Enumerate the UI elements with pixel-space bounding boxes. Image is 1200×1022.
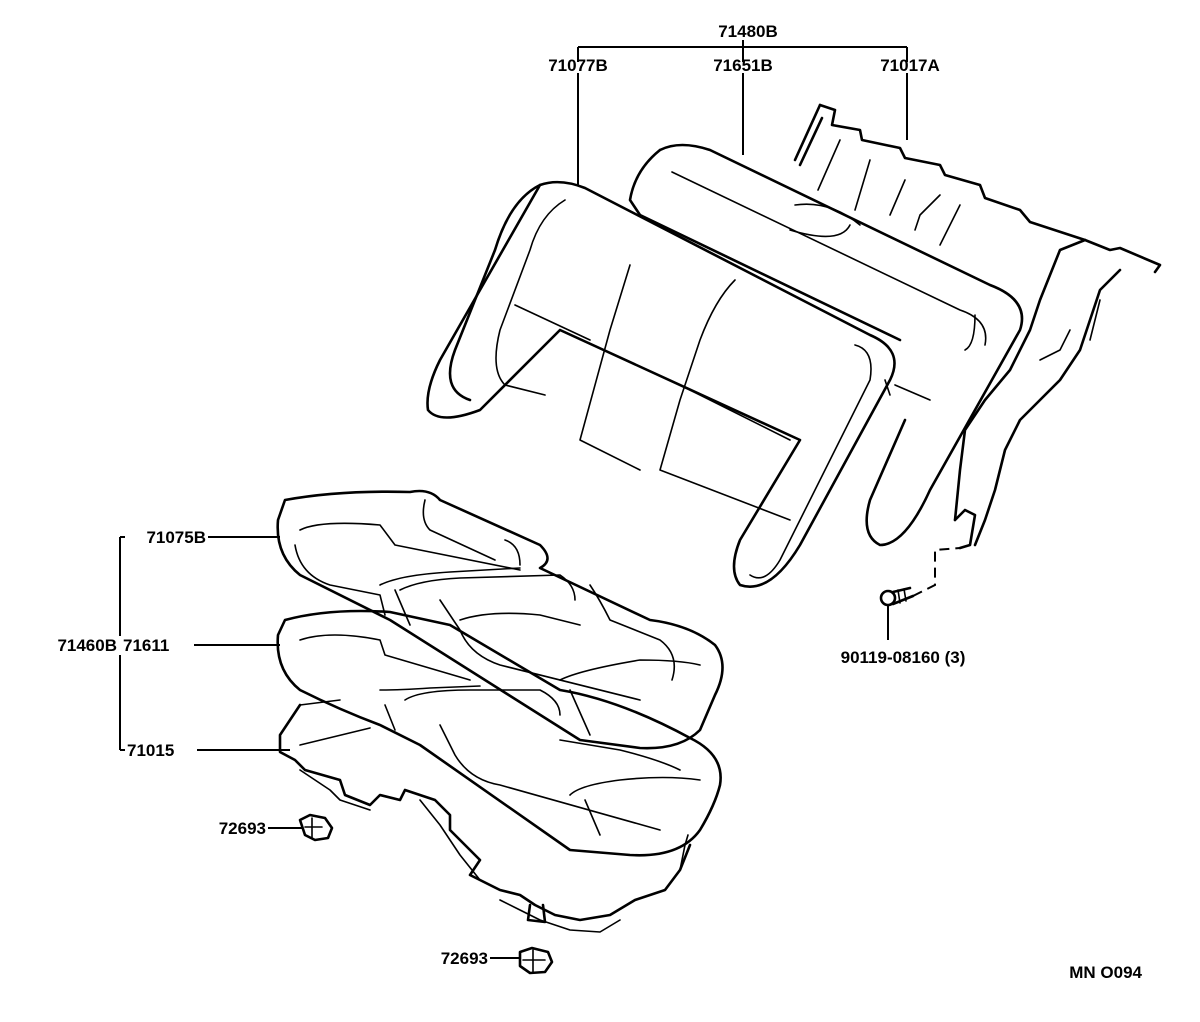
label-cushion-frame: 71015 <box>127 741 174 760</box>
cushion-frame-drawing <box>278 699 692 933</box>
seat-back-frame-drawing <box>793 103 1162 550</box>
clip-lower-drawing <box>518 946 554 975</box>
label-cushion-cover: 71075B <box>146 528 206 547</box>
label-back-pad: 71651B <box>713 56 773 75</box>
part-labels: 71480B 71077B 71651B 71017A 71075B 71460… <box>57 22 1142 982</box>
label-drawing-code: MN O094 <box>1069 963 1142 982</box>
label-bolt: 90119-08160 (3) <box>841 648 966 667</box>
bolt-drawing <box>879 547 961 607</box>
clip-upper-drawing <box>298 813 334 842</box>
label-clip-lower: 72693 <box>441 949 488 968</box>
seat-back-cover-drawing <box>426 180 896 588</box>
label-cushion-pad: 71611 <box>123 636 169 655</box>
leader-lines <box>119 40 908 959</box>
label-assy-cushion: 71460B <box>57 636 117 655</box>
label-back-frame: 71017A <box>880 56 940 75</box>
label-assy-back: 71480B <box>718 22 778 41</box>
label-clip-upper: 72693 <box>219 819 266 838</box>
cushion-pad-drawing <box>276 609 722 857</box>
label-back-cover: 71077B <box>548 56 608 75</box>
seat-back-pad-drawing <box>628 143 1024 547</box>
